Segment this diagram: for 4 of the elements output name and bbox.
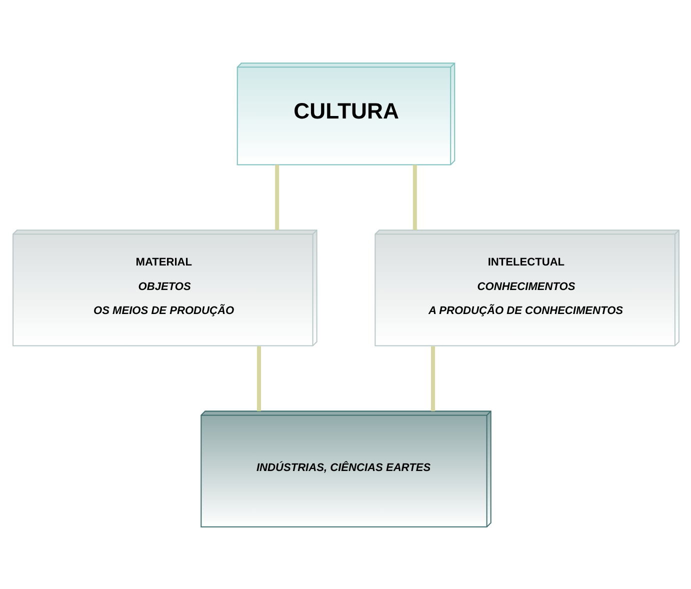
connector	[430, 346, 435, 411]
connector	[256, 346, 260, 411]
connector	[274, 164, 279, 230]
connector	[412, 164, 416, 230]
